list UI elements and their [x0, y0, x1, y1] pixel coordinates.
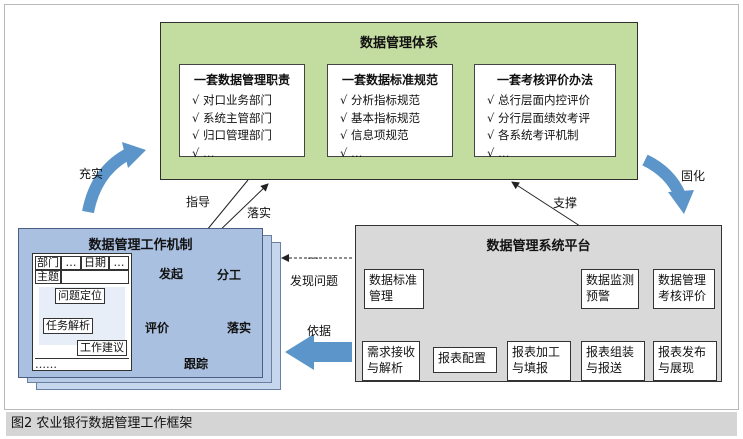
- card-item: √ 各系统考评机制: [487, 128, 579, 142]
- doc-cell: …: [109, 256, 129, 270]
- doc-cell: 部门: [35, 256, 61, 270]
- management-platform-box: 数据管理系统平台 数据标准 管理 数据监测 预警 数据管理 考核评价 需求接收 …: [355, 225, 722, 382]
- card-title: 一套数据标准规范: [341, 73, 438, 87]
- work-mechanism-box: 数据管理工作机制 部门 … 日期 … 主题 问题定位 任务解析 工作建议 …… …: [18, 228, 263, 378]
- card-item: √ …: [487, 145, 510, 160]
- cycle-step: 落实: [227, 321, 252, 335]
- report-assemble-box: 报表组装 与报送: [581, 341, 645, 381]
- doc-tag: 问题定位: [55, 288, 105, 304]
- chongshi-arrowhead: [122, 142, 146, 168]
- evaluation-box: 数据管理 考核评价: [653, 269, 715, 309]
- platform-title: 数据管理系统平台: [486, 239, 591, 254]
- cycle-step: 跟踪: [184, 357, 209, 371]
- card-item: √ 基本指标规范: [340, 110, 420, 125]
- zhidao-label: 指导: [186, 195, 211, 209]
- guhua-label: 固化: [681, 169, 706, 183]
- faxian-label: 发现问题: [290, 274, 339, 288]
- zhidao-line: [201, 179, 249, 237]
- card-item: √ 信息项规范: [340, 128, 409, 142]
- card-title: 一套考核评价办法: [496, 73, 593, 87]
- zhicheng-line: [511, 181, 581, 227]
- card-list: √ 对口业务部门 √ 系统主管部门 √ 归口管理部门 √ …: [192, 92, 272, 162]
- card-list: √ 总行层面内控评价 √ 分行层面绩效考评 √ 各系统考评机制 √ …: [487, 92, 590, 162]
- mechanism-title: 数据管理工作机制: [88, 238, 193, 253]
- demand-analysis-box: 需求接收 与解析: [362, 341, 420, 381]
- work-document: 部门 … 日期 … 主题 问题定位 任务解析 工作建议 ……: [32, 253, 132, 371]
- doc-tag: 工作建议: [77, 340, 127, 356]
- chongshi-label: 充实: [79, 167, 104, 181]
- cycle-step: 评价: [145, 321, 170, 335]
- doc-cell: 日期: [81, 256, 109, 270]
- card-item: √ 总行层面内控评价: [487, 93, 590, 107]
- card-list: √ 分析指标规范 √ 基本指标规范 √ 信息项规范 √ …: [340, 92, 420, 162]
- responsibility-card: 一套数据管理职责 √ 对口业务部门 √ 系统主管部门 √ 归口管理部门 √ …: [179, 64, 305, 160]
- doc-cell-blank: [61, 270, 129, 284]
- doc-tag: 任务解析: [43, 318, 93, 334]
- report-publish-box: 报表发布 与展现: [653, 341, 717, 381]
- report-config-box: 报表配置: [433, 347, 497, 373]
- system-title: 数据管理体系: [359, 36, 438, 51]
- yiju-label: 依据: [307, 324, 332, 338]
- figure-caption: 图2 农业银行数据管理工作框架: [6, 412, 737, 436]
- dots-label: …: [307, 248, 319, 262]
- report-process-box: 报表加工 与填报: [507, 341, 571, 381]
- card-item: √ 对口业务部门: [192, 93, 272, 107]
- doc-footer: ……: [35, 358, 129, 370]
- standard-card: 一套数据标准规范 √ 分析指标规范 √ 基本指标规范 √ 信息项规范 √ …: [327, 64, 453, 160]
- chongshi-arrow: [82, 147, 133, 214]
- luoshi-label: 落实: [247, 206, 272, 220]
- evaluation-card: 一套考核评价办法 √ 总行层面内控评价 √ 分行层面绩效考评 √ 各系统考评机制…: [474, 64, 616, 160]
- zhicheng-label: 支撑: [553, 196, 578, 210]
- card-item: √ 分行层面绩效考评: [487, 110, 590, 125]
- luoshi-line: [213, 183, 269, 237]
- data-management-system-box: 数据管理体系 一套数据管理职责 √ 对口业务部门 √ 系统主管部门 √ 归口管理…: [160, 22, 638, 180]
- doc-cell: 主题: [35, 270, 61, 284]
- doc-cell: …: [61, 256, 81, 270]
- standard-management-box: 数据标准 管理: [364, 269, 424, 309]
- cycle-step: 发起: [159, 267, 184, 281]
- guhua-arrowhead: [668, 190, 694, 214]
- card-item: √ …: [192, 145, 215, 160]
- yiju-arrow: [285, 334, 352, 370]
- card-title: 一套数据管理职责: [193, 73, 290, 87]
- cycle-step: 分工: [217, 268, 242, 282]
- monitor-warning-box: 数据监测 预警: [581, 269, 639, 309]
- card-item: √ …: [340, 145, 363, 160]
- card-item: √ 归口管理部门: [192, 128, 272, 142]
- card-item: √ 分析指标规范: [340, 93, 420, 107]
- card-item: √ 系统主管部门: [192, 110, 272, 125]
- guhua-arrow: [642, 154, 686, 198]
